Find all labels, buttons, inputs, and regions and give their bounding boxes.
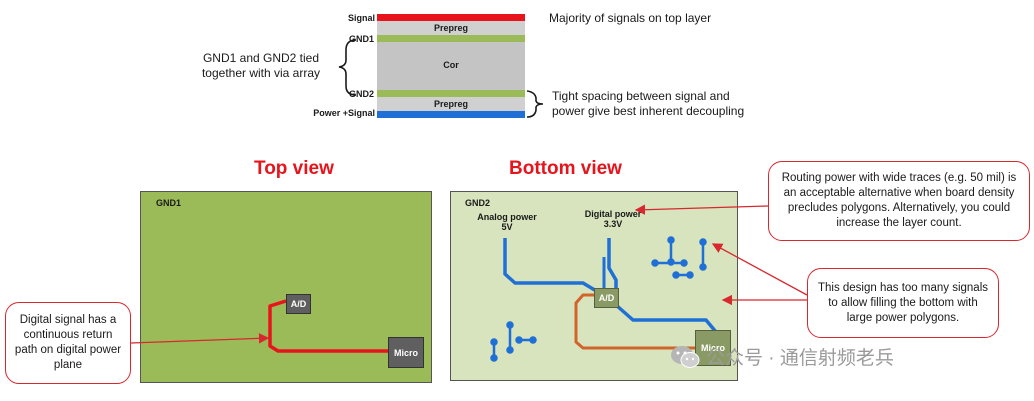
callout-digital-signal: Digital signal has a continuous return p… <box>5 302 131 384</box>
arrow-too-many-signals-1 <box>711 243 808 296</box>
bottom-view-board-label: GND2 <box>465 198 491 208</box>
arrow-routing-power <box>634 204 769 215</box>
digital-power-label-line1: Digital power <box>584 209 642 219</box>
bottom-view-title: Bottom view <box>509 158 622 179</box>
digital-signal-trace <box>268 299 388 353</box>
top-ad-chip: A/D <box>286 294 311 314</box>
signal-trace <box>574 293 695 350</box>
bottom-micro-chip: Micro <box>695 330 731 366</box>
layer-core-label: Cor <box>443 60 459 70</box>
left-brace <box>338 39 357 96</box>
watermark: 公众号 · 通信射频老兵 <box>670 343 894 370</box>
note-gnd-tied-line1: GND1 and GND2 tied <box>202 51 320 65</box>
analog-power-trace <box>503 238 599 294</box>
layer-signal <box>377 14 525 21</box>
stackup-braces <box>338 39 544 118</box>
top-view-title: Top view <box>254 158 334 179</box>
layer-gnd2 <box>377 90 525 97</box>
label-gnd2: GND2 <box>348 89 374 99</box>
note-tight-spacing: Tight spacing between signal and power g… <box>552 89 744 119</box>
layer-gnd1 <box>377 35 525 42</box>
top-view-board-label: GND1 <box>156 198 182 208</box>
arrow-digital-signal <box>130 333 270 344</box>
right-brace <box>526 90 544 118</box>
callout-too-many-signals: This design has too many signals to allo… <box>807 268 999 338</box>
layer-power-signal <box>377 111 525 118</box>
routing-segments <box>490 236 707 362</box>
layer-prepreg-bottom <box>377 97 525 111</box>
note-gnd-tied-line2: together with via array <box>201 66 321 80</box>
layer-core <box>377 42 525 90</box>
top-micro-chip: Micro <box>388 337 424 368</box>
layer-prepreg-top-label: Prepreg <box>433 23 468 33</box>
label-gnd1: GND1 <box>348 34 374 44</box>
analog-power-label-line2: 5V <box>501 222 513 232</box>
callout-routing-power: Routing power with wide traces (e.g. 50 … <box>768 161 1030 241</box>
layer-prepreg-top <box>377 21 525 35</box>
note-gnd-tied: GND1 and GND2 tied together with via arr… <box>186 51 336 81</box>
note-tight-spacing-line1: Tight spacing between signal and <box>552 89 730 103</box>
digital-power-label: Digital power 3.3V <box>581 209 645 229</box>
bottom-ad-chip: A/D <box>594 288 619 308</box>
watermark-text: 公众号 · 通信射频老兵 <box>706 348 894 369</box>
wechat-icon <box>671 345 700 368</box>
layer-prepreg-bottom-label: Prepreg <box>433 99 468 109</box>
note-tight-spacing-line2: power give best inherent decoupling <box>552 104 745 118</box>
analog-power-label-line1: Analog power <box>477 212 537 222</box>
note-majority-signals: Majority of signals on top layer <box>549 11 712 25</box>
label-power-signal: Power +Signal <box>313 108 375 118</box>
digital-power-label-line2: 3.3V <box>603 219 623 229</box>
label-signal: Signal <box>347 13 375 23</box>
analog-power-label: Analog power 5V <box>475 212 539 232</box>
